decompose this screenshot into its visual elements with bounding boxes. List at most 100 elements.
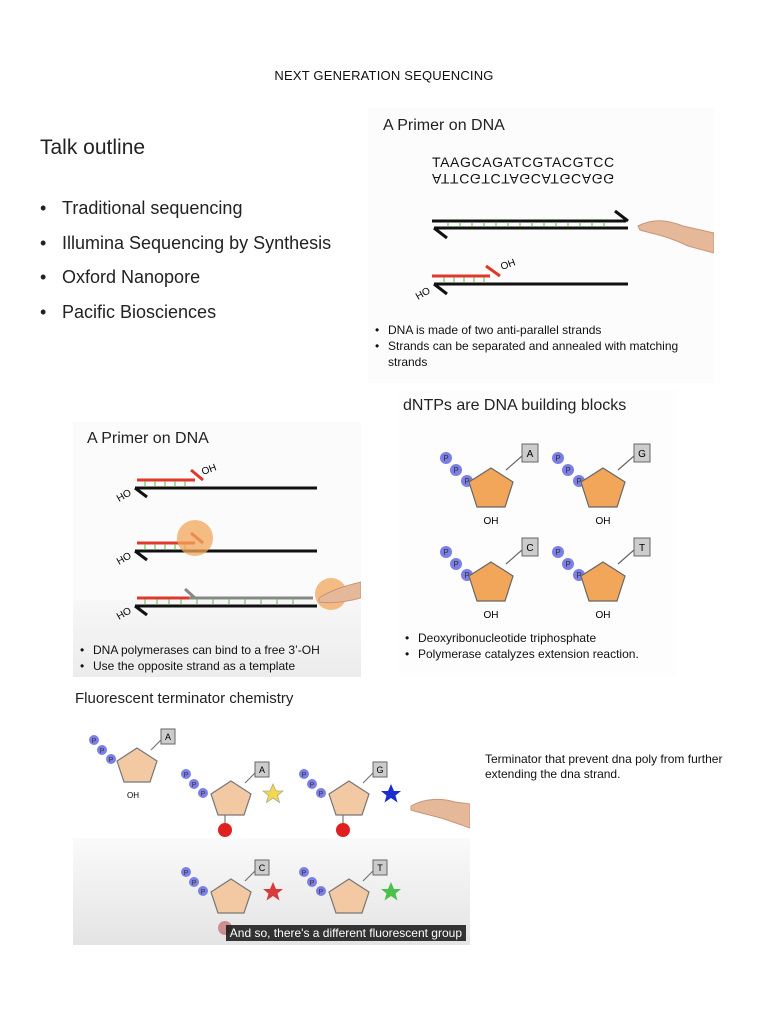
fluor-heading: Fluorescent terminator chemistry [75, 690, 294, 707]
oh-label: OH [484, 516, 499, 527]
bullet-item: Use the opposite strand as a template [73, 658, 361, 674]
nucleotide-g: P P P G OH [552, 443, 651, 527]
primer1-heading: A Primer on DNA [383, 117, 505, 134]
phosphate-label: P [302, 772, 307, 779]
phosphate-label: P [464, 571, 469, 580]
double-strand [432, 209, 629, 240]
bullet-item: DNA is made of two anti-parallel strands [368, 322, 714, 338]
video-caption: And so, there's a different fluorescent … [225, 925, 466, 941]
phosphate-label: P [464, 477, 469, 486]
outline-item: •Pacific Biosciences [40, 301, 217, 322]
phosphate-label: P [201, 889, 206, 896]
oh-label: OH [499, 257, 517, 272]
hand-illustration [637, 220, 714, 254]
primer-annealed: OH HO [414, 257, 628, 303]
primer2-heading: A Primer on DNA [87, 430, 209, 447]
blue-star-icon [381, 784, 401, 803]
phosphate-label: P [443, 454, 448, 463]
red-star-icon [263, 882, 283, 901]
nucleotide-c: P P P C OH [440, 537, 539, 621]
oh-label: OH [127, 791, 139, 800]
terminator-a: P P P A [181, 761, 285, 837]
polymerase-diagram: OH HO HO HO [115, 462, 361, 623]
bullet-item: DNA polymerases can bind to a free 3’-OH [73, 642, 361, 658]
phosphate-label: P [565, 466, 570, 475]
yellow-star-icon [261, 782, 285, 804]
slide-primer-on-dna-polymerase: A Primer on DNA OH HO HO [73, 422, 361, 677]
green-star-icon [381, 882, 401, 901]
phosphate-label: P [192, 782, 197, 789]
oh-label: OH [484, 610, 499, 621]
base-label: G [376, 765, 383, 775]
base-label: T [639, 543, 645, 554]
phosphate-label: P [184, 870, 189, 877]
dntp-bullets: Deoxyribonucleotide triphosphate Polymer… [398, 630, 688, 662]
bullet-item: Polymerase catalyzes extension reaction. [398, 646, 688, 662]
terminator-c: P P P C [181, 859, 283, 935]
primer1-bullets: DNA is made of two anti-parallel strands… [368, 322, 714, 370]
document-title: NEXT GENERATION SEQUENCING [274, 68, 494, 83]
bullet-item: Strands can be separated and annealed wi… [368, 338, 714, 370]
terminator-g: P P P G [299, 761, 401, 837]
phosphate-label: P [201, 791, 206, 798]
phosphate-label: P [576, 477, 581, 486]
slide-primer-on-dna-strands: A Primer on DNA TAAGCAGATCGTACGTCC ATTCG… [368, 108, 714, 383]
outline-item: •Traditional sequencing [40, 198, 243, 218]
dntp-diagram: P P P A OH P P P G OH P P P [440, 443, 651, 621]
primer-row-1: OH HO [115, 462, 317, 505]
base-label: T [377, 863, 383, 873]
outline-heading: Talk outline [40, 136, 146, 159]
sequence-top-strand: TAAGCAGATCGTACGTCC [432, 154, 615, 170]
base-label: C [526, 543, 533, 554]
phosphate-label: P [100, 748, 105, 755]
ho-label: HO [115, 605, 134, 622]
hand-illustration [318, 581, 361, 604]
base-label: A [259, 765, 265, 775]
phosphate-label: P [555, 454, 560, 463]
phosphate-label: P [302, 870, 307, 877]
base-label: A [165, 732, 171, 742]
ho-label: HO [115, 550, 134, 567]
phosphate-label: P [555, 548, 560, 557]
oh-label: OH [596, 516, 611, 527]
primer2-bullets: DNA polymerases can bind to a free 3’-OH… [73, 642, 361, 674]
terminator-block-icon [336, 823, 350, 837]
bullet-item: Deoxyribonucleotide triphosphate [398, 630, 688, 646]
outline-item: •Illumina Sequencing by Synthesis [40, 232, 332, 253]
phosphate-label: P [310, 880, 315, 887]
phosphate-label: P [310, 782, 315, 789]
dna-strands-diagram: OH HO [414, 209, 714, 303]
ho-label: HO [115, 487, 134, 504]
phosphate-label: P [576, 571, 581, 580]
nucleotide-a-plain: P P P A OH [89, 728, 176, 800]
phosphate-label: P [192, 880, 197, 887]
phosphate-label: P [453, 560, 458, 569]
polymerase-blob [177, 520, 213, 556]
nucleotide-a: P P P A OH [440, 443, 539, 527]
oh-label: OH [596, 610, 611, 621]
base-label: A [527, 449, 534, 460]
ho-label: HO [414, 285, 433, 302]
dntp-heading: dNTPs are DNA building blocks [403, 397, 627, 414]
outline-item: •Oxford Nanopore [40, 267, 201, 287]
terminator-block-icon [218, 823, 232, 837]
primer-row-2: HO [115, 520, 317, 568]
slide-talk-outline: Talk outline •Traditional sequencing •Il… [30, 128, 360, 338]
phosphate-label: P [443, 548, 448, 557]
slide-dntps: dNTPs are DNA building blocks P P P A OH… [398, 390, 676, 675]
side-note: Terminator that prevent dna poly from fu… [485, 752, 723, 781]
nucleotide-t: P P P T OH [552, 537, 651, 621]
outline-list: •Traditional sequencing •Illumina Sequen… [40, 198, 331, 336]
primer-row-3: HO [115, 578, 361, 623]
base-label: C [259, 863, 266, 873]
phosphate-label: P [453, 466, 458, 475]
phosphate-label: P [319, 889, 324, 896]
base-label: G [638, 449, 646, 460]
phosphate-label: P [565, 560, 570, 569]
terminator-t: P P P T [299, 859, 401, 914]
slide-fluorescent-terminator: Fluorescent terminator chemistry P P P A… [73, 688, 470, 945]
hand-illustration [410, 798, 470, 829]
phosphate-label: P [184, 772, 189, 779]
phosphate-label: P [92, 738, 97, 745]
phosphate-label: P [109, 757, 114, 764]
